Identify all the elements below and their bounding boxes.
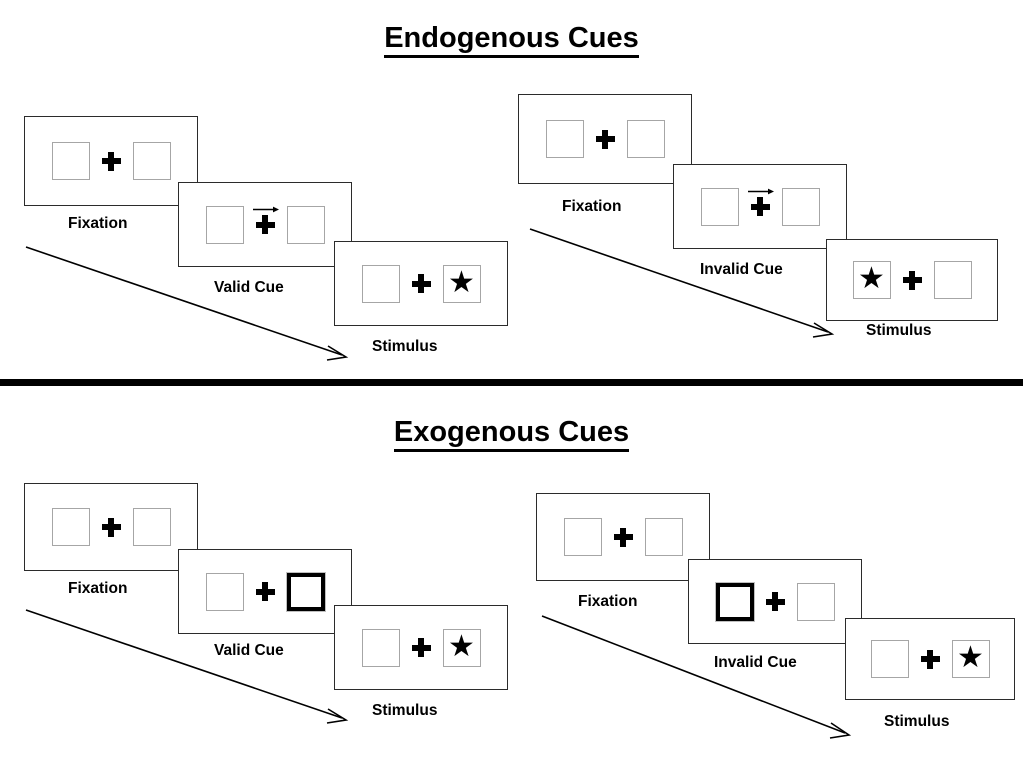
panel-endogenous-valid-cue bbox=[178, 182, 352, 267]
caption-endogenous-valid-cue: Valid Cue bbox=[214, 279, 284, 296]
right-cued-box bbox=[285, 571, 326, 612]
center-stack bbox=[920, 640, 940, 678]
section-title-exogenous-text: Exogenous Cues bbox=[393, 416, 630, 452]
section-title-endogenous: Endogenous Cues bbox=[0, 22, 1023, 58]
display-content: ★ bbox=[361, 264, 481, 303]
center-stack bbox=[765, 583, 785, 621]
caption-exogenous-valid-cue: Valid Cue bbox=[214, 642, 284, 659]
caption-endogenous-valid-stimulus: Stimulus bbox=[372, 338, 438, 355]
center-stack bbox=[411, 265, 431, 303]
display-content bbox=[51, 142, 171, 180]
caption-exogenous-invalid-cue: Invalid Cue bbox=[714, 654, 797, 671]
panel-exogenous-valid-cue bbox=[178, 549, 352, 634]
section-divider bbox=[0, 379, 1023, 386]
left-placeholder-box bbox=[870, 640, 909, 678]
section-title-exogenous: Exogenous Cues bbox=[0, 416, 1023, 452]
center-stack bbox=[595, 120, 615, 158]
left-placeholder-box bbox=[205, 572, 244, 611]
caption-exogenous-invalid-stimulus: Stimulus bbox=[884, 713, 950, 730]
right-target-box: ★ bbox=[951, 640, 990, 678]
panel-endogenous-invalid-fixation bbox=[518, 94, 692, 184]
display-content: ★ bbox=[852, 261, 972, 299]
right-placeholder-box bbox=[796, 582, 835, 621]
left-placeholder-box bbox=[563, 518, 602, 556]
arrow-right-cue-icon bbox=[747, 188, 774, 194]
left-target-box: ★ bbox=[852, 261, 891, 299]
display-content bbox=[545, 120, 665, 158]
right-placeholder-box bbox=[933, 261, 972, 299]
left-placeholder-box bbox=[361, 628, 400, 667]
fixation-cross-icon bbox=[765, 592, 785, 611]
fixation-cross-icon bbox=[595, 129, 615, 149]
caption-exogenous-invalid-fixation: Fixation bbox=[578, 593, 638, 610]
center-stack bbox=[411, 629, 431, 667]
caption-endogenous-invalid-fixation: Fixation bbox=[562, 198, 622, 215]
fixation-cross-icon bbox=[613, 527, 633, 547]
right-placeholder-box bbox=[781, 187, 820, 226]
fixation-cross-icon bbox=[920, 649, 940, 669]
right-placeholder-box bbox=[132, 142, 171, 180]
caption-exogenous-valid-stimulus: Stimulus bbox=[372, 702, 438, 719]
left-placeholder-box bbox=[205, 205, 244, 244]
center-stack bbox=[255, 573, 275, 611]
arrow-right-cue-icon bbox=[252, 206, 279, 212]
center-stack bbox=[101, 508, 121, 546]
right-placeholder-box bbox=[132, 508, 171, 546]
panel-exogenous-valid-stimulus: ★ bbox=[334, 605, 508, 690]
display-content bbox=[51, 508, 171, 546]
left-placeholder-box bbox=[51, 142, 90, 180]
fixation-cross-icon bbox=[750, 197, 770, 216]
panel-exogenous-invalid-cue bbox=[688, 559, 862, 644]
section-title-endogenous-text: Endogenous Cues bbox=[384, 22, 639, 58]
fixation-cross-icon bbox=[255, 582, 275, 601]
caption-exogenous-valid-fixation: Fixation bbox=[68, 580, 128, 597]
right-placeholder-box bbox=[644, 518, 683, 556]
caption-endogenous-invalid-stimulus: Stimulus bbox=[866, 322, 932, 339]
display-content: ★ bbox=[870, 640, 990, 678]
right-target-box: ★ bbox=[442, 628, 481, 667]
display-content bbox=[205, 205, 325, 244]
display-content bbox=[563, 518, 683, 556]
display-content bbox=[205, 571, 326, 612]
panel-endogenous-valid-stimulus: ★ bbox=[334, 241, 508, 326]
panel-endogenous-invalid-cue bbox=[673, 164, 847, 249]
fixation-cross-icon bbox=[902, 270, 922, 290]
caption-endogenous-valid-fixation: Fixation bbox=[68, 215, 128, 232]
caption-endogenous-invalid-cue: Invalid Cue bbox=[700, 261, 783, 278]
fixation-cross-icon bbox=[101, 517, 121, 537]
center-stack bbox=[101, 142, 121, 180]
panel-endogenous-invalid-stimulus: ★ bbox=[826, 239, 998, 321]
star-target-icon: ★ bbox=[448, 629, 475, 663]
star-target-icon: ★ bbox=[858, 262, 885, 295]
left-placeholder-box bbox=[361, 264, 400, 303]
fixation-cross-icon bbox=[411, 638, 431, 657]
right-target-box: ★ bbox=[442, 264, 481, 303]
fixation-cross-icon bbox=[255, 215, 275, 234]
display-content: ★ bbox=[361, 628, 481, 667]
star-target-icon: ★ bbox=[957, 641, 984, 674]
display-content bbox=[714, 581, 835, 622]
panel-exogenous-invalid-stimulus: ★ bbox=[845, 618, 1015, 700]
panel-endogenous-valid-fixation bbox=[24, 116, 198, 206]
center-stack bbox=[613, 518, 633, 556]
panel-exogenous-valid-fixation bbox=[24, 483, 198, 571]
left-cued-box bbox=[714, 581, 755, 622]
panel-exogenous-invalid-fixation bbox=[536, 493, 710, 581]
left-placeholder-box bbox=[700, 187, 739, 226]
left-placeholder-box bbox=[51, 508, 90, 546]
display-content bbox=[700, 187, 820, 226]
fixation-cross-icon bbox=[411, 274, 431, 293]
star-target-icon: ★ bbox=[448, 265, 475, 299]
center-stack bbox=[747, 188, 774, 226]
fixation-cross-icon bbox=[101, 151, 121, 171]
center-stack bbox=[902, 261, 922, 299]
right-placeholder-box bbox=[286, 205, 325, 244]
right-placeholder-box bbox=[626, 120, 665, 158]
center-stack bbox=[252, 206, 279, 244]
left-placeholder-box bbox=[545, 120, 584, 158]
